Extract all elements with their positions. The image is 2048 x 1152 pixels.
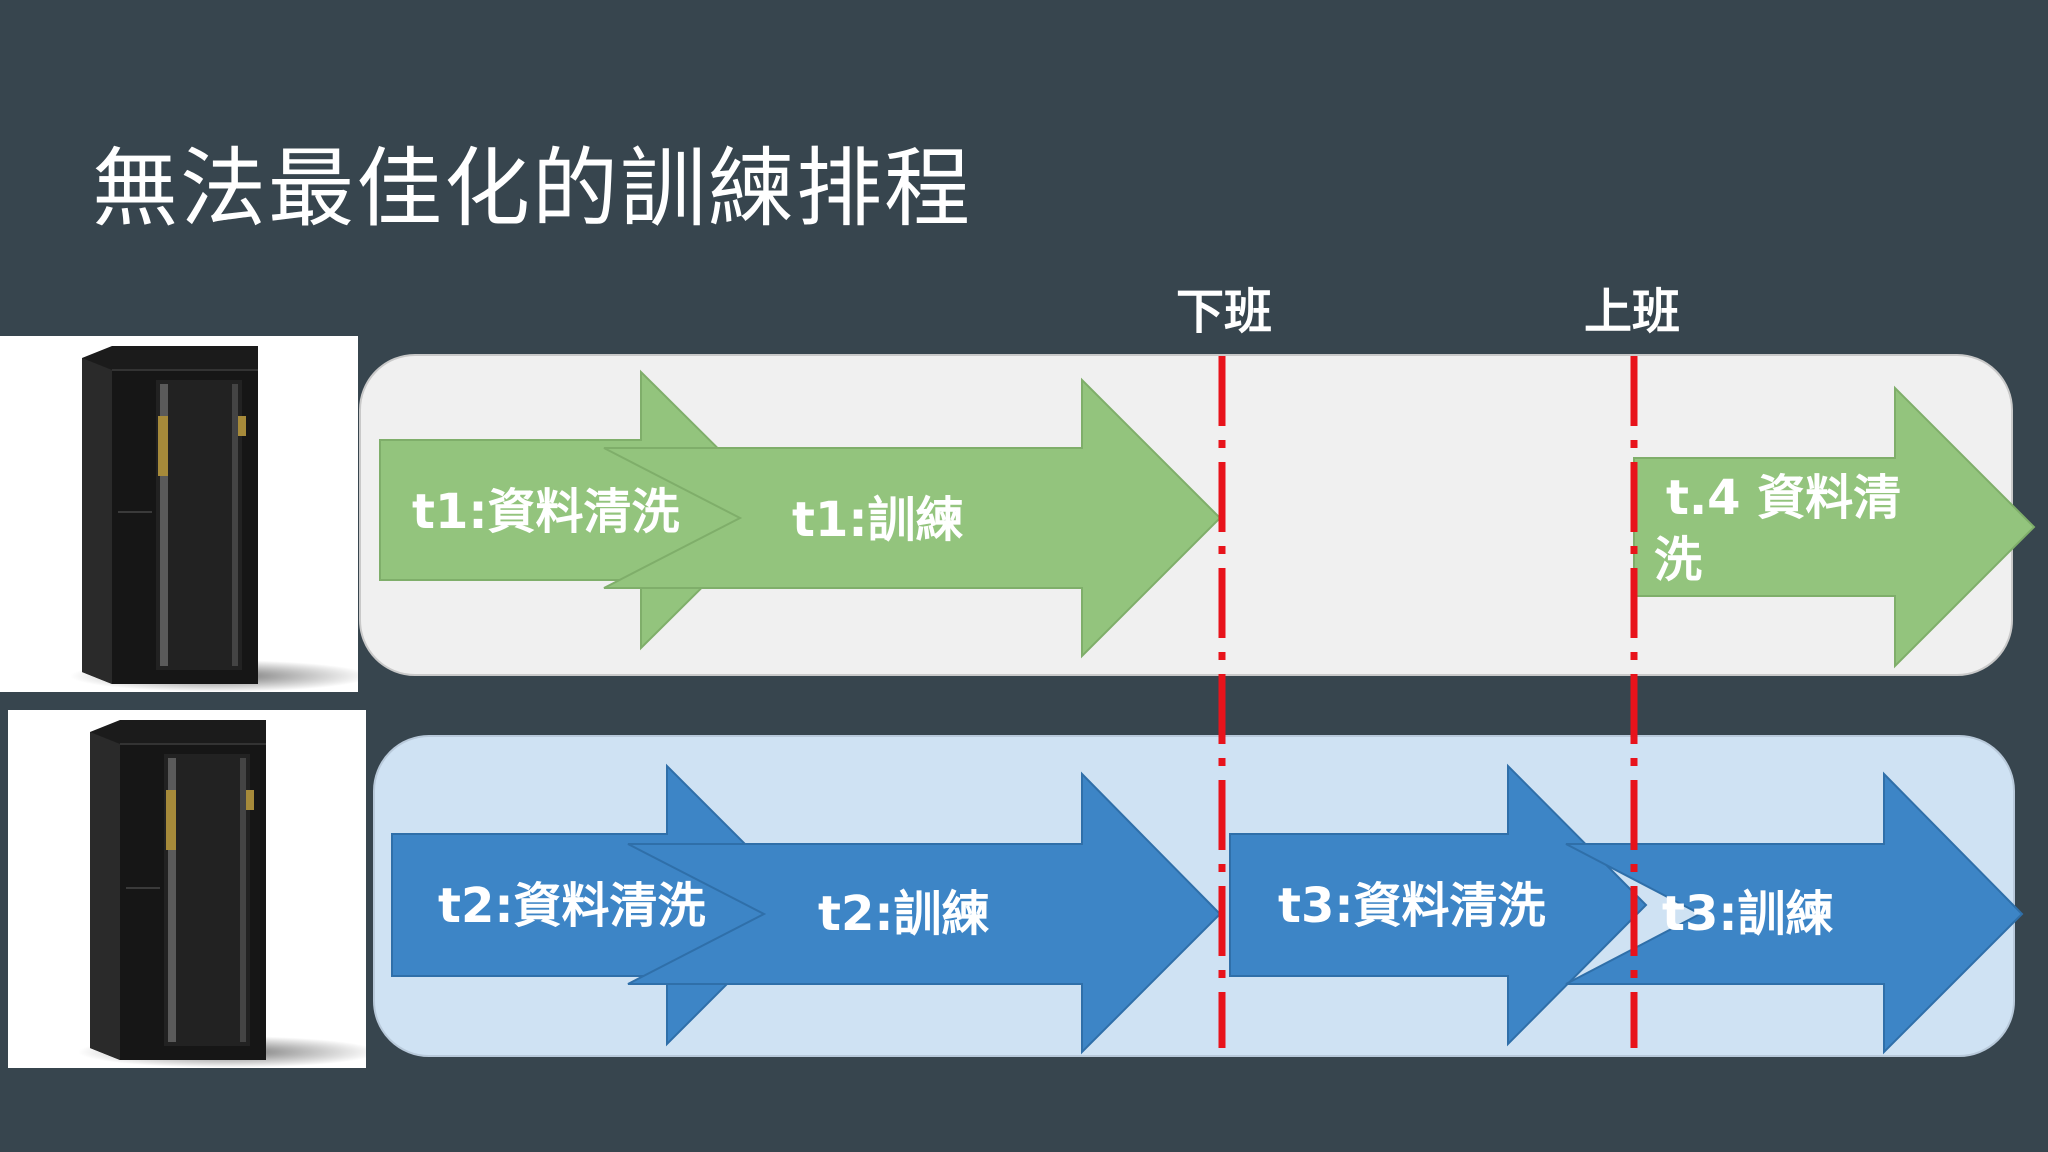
task-label-t4-cleaning-line1: t.4 資料清 [1666, 470, 1901, 526]
task-label-t4-cleaning-line2: 洗 [1654, 532, 1702, 588]
arrow-t1-training [603, 377, 1222, 659]
marker-label-off-work: 下班 [1176, 284, 1273, 340]
task-label-t3-cleaning: t3:資料清洗 [1278, 878, 1546, 934]
arrow-t3-training [1565, 771, 2024, 1055]
task-label-t1-cleaning: t1:資料清洗 [412, 484, 680, 540]
arrow-t3-cleaning [1229, 763, 1648, 1047]
server-rack-icon [78, 720, 366, 1068]
task-label-t1-training: t1:訓練 [792, 492, 964, 548]
arrow-t2-training [627, 771, 1222, 1055]
task-label-t3-training: t3:訓練 [1662, 886, 1834, 942]
task-label-t2-cleaning: t2:資料清洗 [438, 878, 706, 934]
server-rack-icon [70, 346, 358, 692]
server-rack-image-2 [8, 710, 366, 1068]
server-rack-image-1 [0, 336, 358, 692]
slide-title: 無法最佳化的訓練排程 [92, 139, 972, 239]
task-label-t2-training: t2:訓練 [818, 886, 990, 942]
arrow-t4-cleaning [1633, 385, 2036, 669]
marker-label-on-work: 上班 [1584, 284, 1681, 340]
